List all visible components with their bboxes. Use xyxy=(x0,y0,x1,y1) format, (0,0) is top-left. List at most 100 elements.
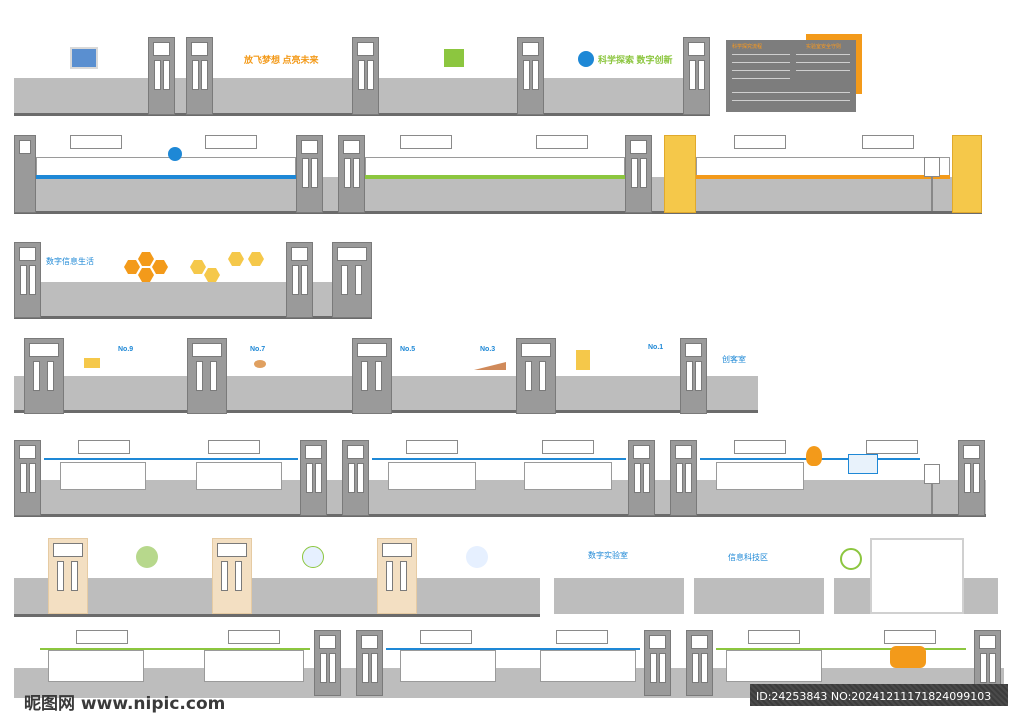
doorway-opening xyxy=(870,538,964,614)
door xyxy=(958,440,985,516)
row3-title: 数字信息生活 xyxy=(46,257,94,266)
window xyxy=(748,630,800,644)
door xyxy=(338,135,365,213)
window xyxy=(734,440,786,454)
window xyxy=(76,630,128,644)
no-5: No.5 xyxy=(400,346,416,353)
hexagon-icon xyxy=(138,252,154,266)
door xyxy=(342,440,369,516)
elevation-row-7 xyxy=(0,628,1024,698)
door xyxy=(352,338,392,414)
hexagon-icon xyxy=(228,252,244,266)
slogan-1: 放飞梦想 点亮未来 xyxy=(244,55,319,65)
display-board xyxy=(524,462,612,490)
door xyxy=(625,135,652,213)
window xyxy=(406,440,458,454)
window xyxy=(70,135,122,149)
elevation-row-4: No.9 No.7 No.5 No.3 No.1 创客室 xyxy=(0,336,1024,416)
door xyxy=(680,338,707,414)
window xyxy=(78,440,130,454)
window xyxy=(208,440,260,454)
elevation-row-1: 放飞梦想 点亮未来 科学探索 数字创新 xyxy=(0,35,1024,116)
accent-strip xyxy=(716,648,966,650)
display-board xyxy=(204,650,304,682)
display-board xyxy=(36,157,296,177)
screen-icon xyxy=(848,454,878,474)
door xyxy=(314,630,341,696)
no-3: No.3 xyxy=(480,346,496,353)
floor-line xyxy=(14,614,540,617)
window xyxy=(862,135,914,149)
no-7: No.7 xyxy=(250,346,266,353)
door xyxy=(686,630,713,696)
door xyxy=(377,538,417,614)
computer-icon xyxy=(70,47,98,69)
hexagon-icon xyxy=(248,252,264,266)
display-board xyxy=(60,462,146,490)
panel-title-right: 实验室安全守则 xyxy=(806,44,842,50)
elevation-row-5 xyxy=(0,438,1024,518)
accent-strip xyxy=(696,175,950,179)
floor-line xyxy=(14,316,372,319)
door xyxy=(356,630,383,696)
row6-title-1: 数字实验室 xyxy=(588,551,628,560)
accent-strip xyxy=(386,648,640,650)
hot-air-balloon-icon xyxy=(806,446,822,466)
wainscot xyxy=(14,282,372,316)
door xyxy=(670,440,697,516)
panel-accent xyxy=(856,34,862,94)
window xyxy=(536,135,588,149)
panel-accent xyxy=(806,34,862,40)
display-board xyxy=(388,462,476,490)
elevation-row-2 xyxy=(0,135,1024,215)
wainscot xyxy=(14,578,540,614)
watermark-site: 昵图网 www.nipic.com xyxy=(24,694,226,714)
accent-strip xyxy=(40,648,310,650)
sign-pole xyxy=(931,177,933,211)
door xyxy=(683,37,710,115)
floor-line xyxy=(14,211,982,214)
accent-strip xyxy=(372,458,626,460)
photo-collage-icon xyxy=(890,646,926,668)
display-board xyxy=(726,650,822,682)
elevation-row-6: 数字实验室 信息科技区 xyxy=(0,536,1024,617)
door xyxy=(187,338,227,414)
wainscot xyxy=(694,578,824,614)
door xyxy=(352,37,379,115)
door xyxy=(14,135,36,213)
sign-board xyxy=(924,464,940,484)
accent-strip xyxy=(365,175,625,179)
panel-title-left: 科学探究流程 xyxy=(732,44,763,50)
wainscot xyxy=(14,480,986,514)
honeycomb-icon xyxy=(576,350,590,370)
elevation-row-3: 数字信息生活 xyxy=(0,240,1024,320)
hexagon-icon xyxy=(204,268,220,282)
leaf-icon xyxy=(136,546,158,568)
window xyxy=(542,440,594,454)
display-board xyxy=(400,650,496,682)
door xyxy=(186,37,213,115)
display-board xyxy=(48,650,144,682)
door xyxy=(516,338,556,414)
door xyxy=(644,630,671,696)
door xyxy=(296,135,323,213)
hedgehog-icon xyxy=(254,360,266,368)
ramp-icon xyxy=(474,362,506,370)
window xyxy=(205,135,257,149)
window xyxy=(866,440,918,454)
door xyxy=(332,242,372,318)
no-9: No.9 xyxy=(118,346,134,353)
watermark-id: ID:24253843 NO:20241211171824099103 xyxy=(756,690,992,703)
hexagon-icon xyxy=(138,268,154,282)
door xyxy=(212,538,252,614)
window xyxy=(734,135,786,149)
hexagon-icon xyxy=(124,260,140,274)
accent-strip xyxy=(36,175,296,179)
door xyxy=(286,242,313,318)
info-panel: 科学探究流程 实验室安全守则 xyxy=(726,40,856,112)
badge: 创客室 xyxy=(722,355,746,364)
window xyxy=(400,135,452,149)
sign-pole xyxy=(931,484,933,514)
coin-stack-icon xyxy=(444,49,464,67)
door xyxy=(14,440,41,516)
